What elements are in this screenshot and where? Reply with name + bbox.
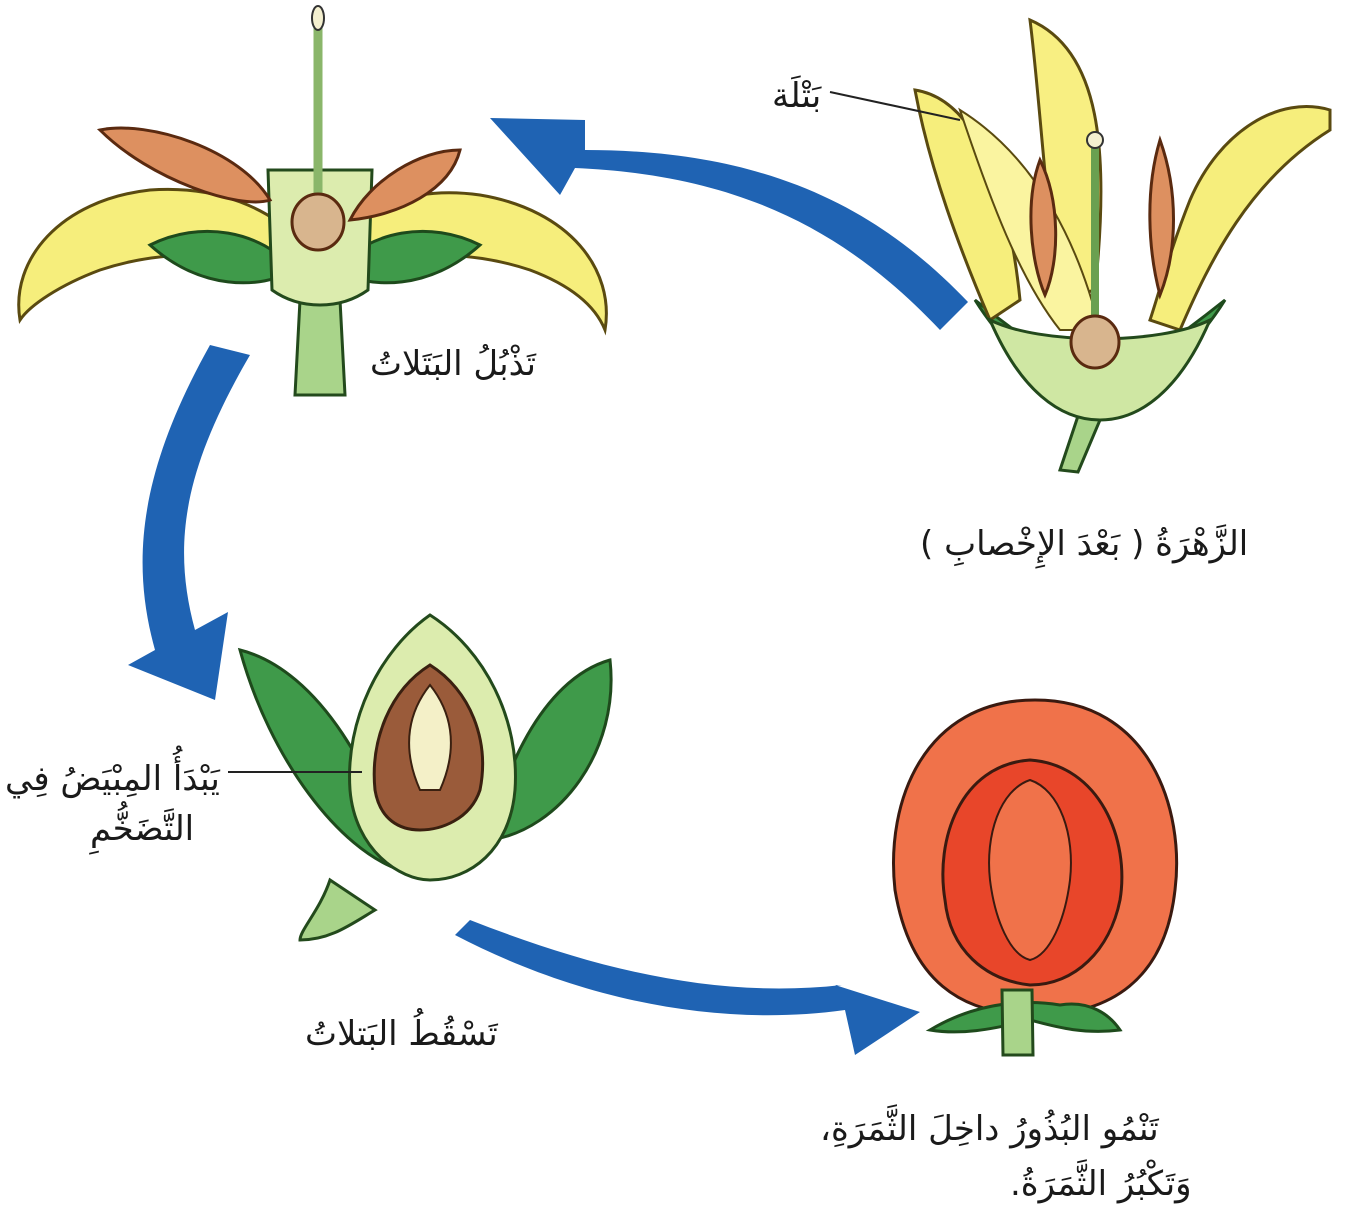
stem (1002, 990, 1033, 1055)
seeds-grow-label-line2: وَتَكْبُرُ الثَّمَرَةُ. (1010, 1160, 1192, 1209)
ovary (1071, 316, 1119, 368)
stigma (1087, 132, 1103, 148)
stem (300, 880, 375, 940)
stem (295, 300, 345, 395)
tomato-fruit (894, 700, 1177, 1055)
petals-wilt-label: تَذْبُلُ البَتَلاتُ (370, 340, 536, 389)
arrow-ovary-to-fruit (455, 920, 920, 1055)
seeds-grow-label-line1: تَنْمُو البُذُورُ داخِلَ الثَّمَرَةِ، (820, 1105, 1159, 1154)
petal (1150, 107, 1330, 330)
ovary-enlarge-label-line2: التَّضَخُّمِ (90, 805, 194, 854)
enlarging-ovary (240, 615, 611, 940)
arrow-wilting-to-ovary (128, 345, 250, 700)
petal-label: بَتْلَة (772, 72, 821, 121)
arrow-flower-to-wilting (490, 118, 968, 330)
petals-fall-label: تَسْقُطُ البَتلاتُ (305, 1010, 498, 1059)
stigma (312, 6, 324, 30)
ovary-enlarge-label-line1: يَبْدَأُ المِبْيَضُ فِي (5, 755, 220, 804)
ovary (292, 194, 344, 250)
flower-wilting-petals (19, 6, 607, 395)
flower-after-fertilization-label: الزَّهْرَةُ ( بَعْدَ الإِخْصابِ ) (920, 520, 1248, 569)
